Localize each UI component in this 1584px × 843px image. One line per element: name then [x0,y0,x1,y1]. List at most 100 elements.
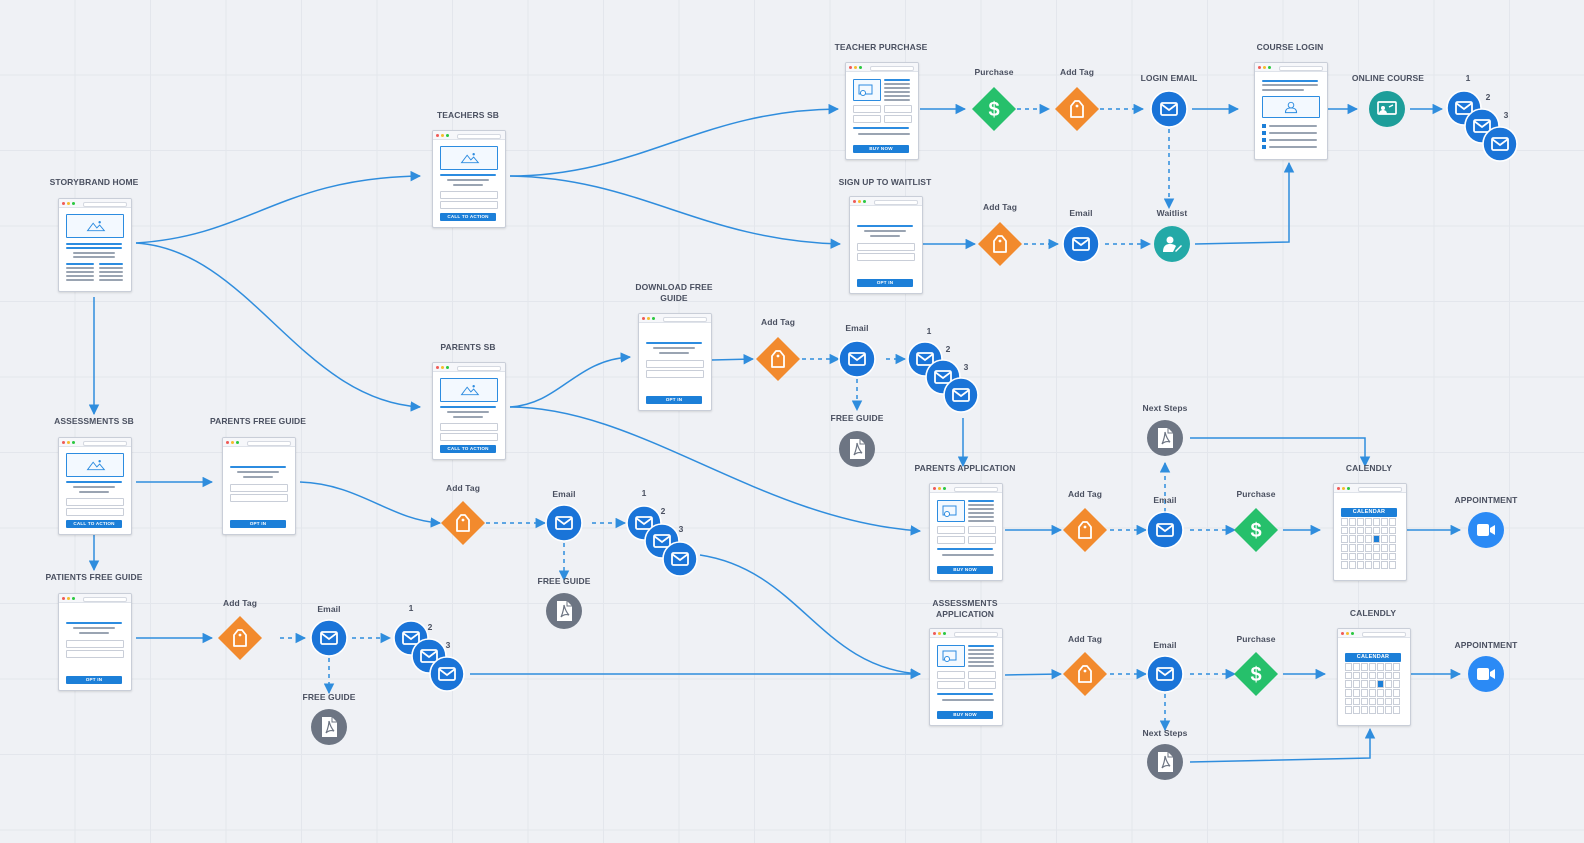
connector-33 [699,554,922,679]
calendly-page-1[interactable]: CALENDAR [1333,483,1407,581]
text-line [99,275,123,277]
label-calendly-1: CALENDLY [1345,463,1393,473]
parents-free-guide-page[interactable]: OPT IN [222,437,296,535]
calendar-day [1393,680,1400,688]
patients-guide-sequence-email-3[interactable] [429,656,465,692]
cta-button[interactable]: OPT IN [857,279,913,287]
window-dot [446,134,449,137]
download-free-guide-page[interactable]: OPT IN [638,313,712,411]
text-line [884,87,910,89]
checkbox-icon [1262,124,1266,128]
calendar-day [1377,689,1384,697]
email-icon [420,649,438,663]
product-icon [942,505,957,517]
hero-image [66,214,124,238]
teacher-purchase-page[interactable]: BUY NOW [845,62,919,160]
window-dot [854,66,857,69]
browser-bar [433,363,505,372]
assessments-sb-page[interactable]: CALL TO ACTION [58,437,132,535]
calendar-day [1373,544,1380,552]
browser-bar [639,314,711,323]
form-field [646,360,704,368]
cta-button[interactable]: CALL TO ACTION [66,520,122,528]
cta-button[interactable]: BUY NOW [853,145,909,153]
online-course-node[interactable] [1369,91,1405,127]
text-line [99,267,123,269]
text-line [99,271,123,273]
parents-guide-sequence-email-3[interactable] [662,541,698,577]
free-guide-pdf-parents[interactable] [546,593,582,629]
free-guide-pdf-download[interactable] [839,431,875,467]
email-node-parents-guide[interactable] [545,504,583,542]
purchase-node-teacher[interactable]: $ [972,87,1016,131]
course-icon [1377,101,1397,115]
next-steps-pdf-assessments[interactable] [1147,744,1183,780]
cta-button[interactable]: CALL TO ACTION [440,213,496,221]
email-node-assessments-app[interactable] [1146,655,1184,693]
cta-button[interactable]: OPT IN [230,520,286,528]
label-waitlist: Waitlist [1156,208,1188,218]
waitlist-node[interactable] [1154,226,1190,262]
course-login-page[interactable] [1254,62,1328,160]
cta-button[interactable]: BUY NOW [937,566,993,574]
calendar-day [1341,518,1348,526]
email-node-download-guide[interactable] [838,340,876,378]
text-line [1262,89,1304,91]
cta-button[interactable]: OPT IN [646,396,702,404]
window-dot [62,441,65,444]
calendly-page-2[interactable]: CALENDAR [1337,628,1411,726]
label-assessments-application: ASSESSMENTS APPLICATION [932,598,998,619]
email-node-patients-guide[interactable] [310,619,348,657]
free-guide-pdf-patients[interactable] [311,709,347,745]
connector-42 [1004,668,1063,680]
window-dot [943,632,946,635]
parents-application-page[interactable]: BUY NOW [929,483,1003,581]
text-line [230,466,286,468]
email-icon [1156,667,1174,681]
download-guide-sequence-email-3[interactable] [943,377,979,413]
calendar-day [1357,561,1364,569]
text-line [79,632,109,634]
purchase-node-assessments-app[interactable]: $ [1234,652,1278,696]
add-tag-node-patients-guide[interactable] [218,616,262,660]
email-node-parents-app[interactable] [1146,511,1184,549]
email-icon [635,516,653,530]
cta-button[interactable]: BUY NOW [937,711,993,719]
cta-button[interactable]: CALL TO ACTION [440,445,496,453]
appointment-video-node-2[interactable] [1468,656,1504,692]
email-node-waitlist[interactable] [1062,225,1100,263]
add-tag-node-assessments-app[interactable] [1063,652,1107,696]
assessments-application-page[interactable]: BUY NOW [929,628,1003,726]
calendar-day [1393,697,1400,706]
next-steps-pdf-parents[interactable] [1147,420,1183,456]
patients-free-guide-page[interactable]: OPT IN [58,593,132,691]
appointment-video-node-1[interactable] [1468,512,1504,548]
add-tag-node-parents-app[interactable] [1063,508,1107,552]
window-dot [938,632,941,635]
cta-button[interactable]: OPT IN [66,676,122,684]
calendar-day [1345,706,1352,714]
teachers-sb-page[interactable]: CALL TO ACTION [432,130,506,228]
sign-up-waitlist-page[interactable]: OPT IN [849,196,923,294]
text-line [1262,80,1318,82]
text-line [968,657,994,659]
purchase-node-parents-app[interactable]: $ [1234,508,1278,552]
add-tag-node-teacher-purchase[interactable] [1055,87,1099,131]
storybrand-home-page[interactable] [58,198,132,292]
calendar-day [1361,689,1368,697]
seq-num-1-parents: 1 [641,488,647,498]
calendar-day [1385,671,1392,680]
label-download-free-guide: DOWNLOAD FREE GUIDE [635,282,713,303]
text-line [66,263,94,265]
email-icon [934,370,952,384]
add-tag-node-waitlist[interactable] [978,222,1022,266]
online-course-sequence-email-3[interactable] [1482,126,1518,162]
add-tag-node-parents-guide[interactable] [441,501,485,545]
parents-sb-page[interactable]: CALL TO ACTION [432,362,506,460]
add-tag-node-download-guide[interactable] [756,337,800,381]
calendar-day [1345,671,1352,680]
seq-num-1-patients: 1 [408,603,414,613]
label-email-parents-app: Email [1153,495,1177,505]
calendar-day [1389,518,1396,526]
login-email-node[interactable] [1150,90,1188,128]
